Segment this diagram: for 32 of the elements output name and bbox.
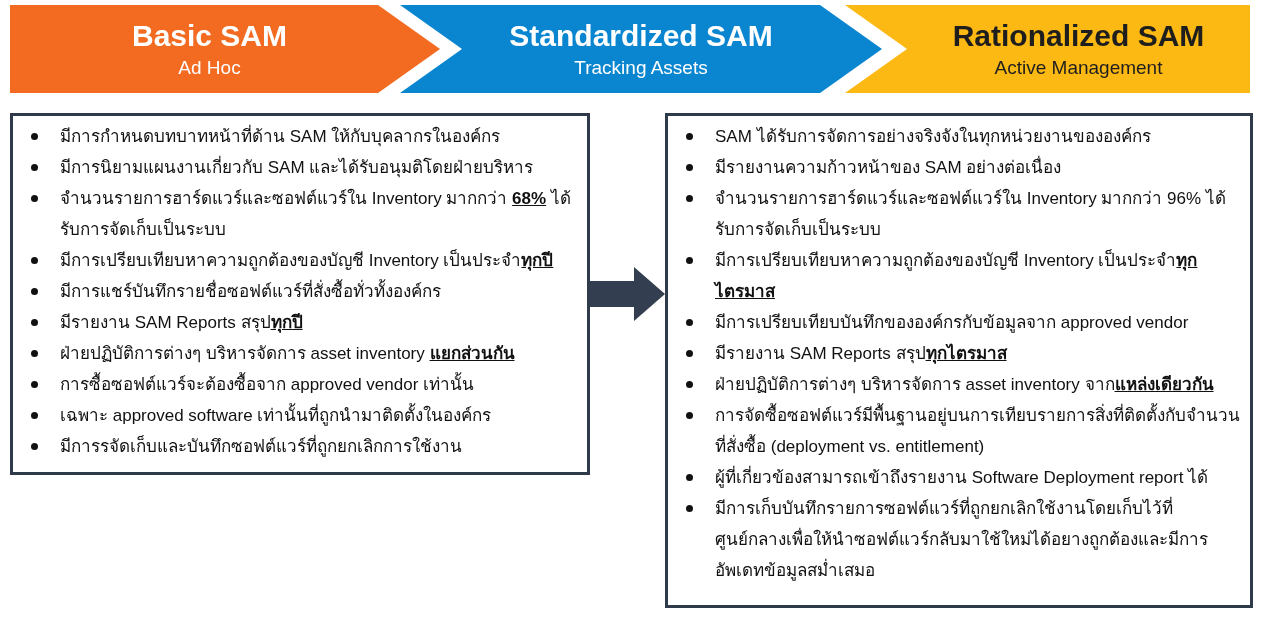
bullet-text: จำนวนรายการฮาร์ดแวร์และซอฟต์แวร์ใน Inventory มากกว่า 68% ได้รับการจัดเก็บเป็นระบบ xyxy=(60,187,572,241)
bullet-text: มีการเก็บบันทึกรายการซอฟต์แวร์ที่ถูกยกเลิกใช้งานโดยเก็บไว้ที่ศูนย์กลางเพื่อให้นำซอฟต์แวร์กลับมาใช้ใหม่ได้อยางถูกต้องและมีการอัพเดทข้อมูลสม่ำเสมอ xyxy=(715,493,1240,586)
bullet-text: SAM ได้รับการจัดการอย่างจริงจังในทุกหน่วยงานขององค์กร xyxy=(715,125,1151,149)
text-panel xyxy=(665,113,1253,608)
bullet-text: มีการเปรียบเทียบหาความถูกต้องของบัญชี Inventory เป็นประจำทุกปี xyxy=(60,248,554,273)
stage-title: Standardized SAM xyxy=(509,19,773,53)
text-panel xyxy=(10,113,590,475)
stage-title: Basic SAM xyxy=(131,19,288,53)
stage-title: Rationalized SAM xyxy=(952,19,1205,53)
arrow xyxy=(590,267,665,321)
bullet-text: การซื้อซอฟต์แวร์จะต้องซื้อจาก approved vendor เท่านั้น xyxy=(60,369,475,400)
bullet-text: จำนวนรายการฮาร์ดแวร์และซอฟต์แวร์ใน Inventory มากกว่า 96% ได้รับการจัดเก็บเป็นระบบ xyxy=(715,187,1227,241)
bullet-text: มีการกำหนดบทบาทหน้าที่ด้าน SAM ให้กับบุคลากรในองค์กร xyxy=(60,121,501,152)
bullet-text: มีรายงาน SAM Reports สรุปทุกไตรมาส xyxy=(715,342,1007,366)
chevron-banner xyxy=(10,5,440,93)
bullet-text: มีรายงานความก้าวหน้าของ SAM อย่างต่อเนื่อง xyxy=(715,152,1062,183)
stage-subtitle: Ad Hoc xyxy=(178,57,241,79)
bullet-text: ผู้ที่เกี่ยวข้องสามารถเข้าถึงรายงาน Software Deployment report ได้ xyxy=(715,462,1209,493)
bullet-text: การจัดซื้อซอฟต์แวร์มีพื้นฐานอยู่บนการเทียบรายการสิ่งที่ติดตั้งกับจำนวนที่สั่งซื้อ (deployment vs. entitlement) xyxy=(715,400,1240,462)
stage-subtitle: Tracking Assets xyxy=(574,57,708,79)
bullet-text: เฉพาะ approved software เท่านั้นที่ถูกนำมาติดตั้งในองค์กร xyxy=(60,400,492,431)
stage-subtitle: Active Management xyxy=(994,57,1163,79)
bullet-text: มีการแชร์บันทึกรายชื่อซอฟต์แวร์ที่สั่งซื้อทั่วทั้งองค์กร xyxy=(60,276,441,307)
bullet-text: มีการเปรียบเทียบบันทึกขององค์กรกับข้อมูลจาก approved vendor xyxy=(715,312,1189,335)
bullet-text: ฝ่ายปฏิบัติการต่างๆ บริหารจัดการ asset inventory แยกส่วนกัน xyxy=(60,343,515,365)
bullet-text: มีการรจัดเก็บและบันทึกซอฟต์แวร์ที่ถูกยกเลิกการใช้งาน xyxy=(60,431,462,462)
bullet-text: มีการเปรียบเทียบหาความถูกต้องของบัญชี Inventory เป็นประจำทุกไตรมาส xyxy=(715,248,1199,303)
bullet-text: มีรายงาน SAM Reports สรุปทุกปี xyxy=(60,312,303,335)
bullet-text: มีการนิยามแผนงานเกี่ยวกับ SAM และได้รับอนุมติโดยฝ่ายบริหาร xyxy=(60,152,534,183)
bullet-text: ฝ่ายปฏิบัติการต่างๆ บริหารจัดการ asset inventory จากแหล่งเดียวกัน xyxy=(715,374,1214,396)
chevron-banner xyxy=(845,5,1250,93)
chevron-banner xyxy=(400,5,882,93)
